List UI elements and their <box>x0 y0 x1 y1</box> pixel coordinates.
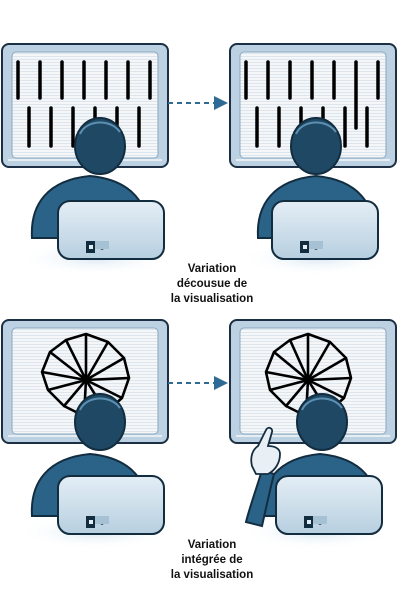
scene-integrated-before <box>1 319 174 550</box>
caption-integrated: Variation intégrée de la visualisation <box>137 538 287 583</box>
caption-line: la visualisation <box>170 293 254 305</box>
caption-line: décousue de <box>176 278 248 290</box>
caption-line: la visualisation <box>170 569 254 581</box>
radial-wheel-icon <box>264 332 353 418</box>
caption-line: Variation <box>187 263 237 275</box>
scene-integrated-after <box>229 319 397 550</box>
raised-arm <box>244 468 276 528</box>
chair-icon <box>271 200 379 260</box>
dashed-arrow-icon <box>168 376 228 390</box>
pointing-hand-icon <box>250 426 281 475</box>
chair-icon <box>275 475 383 535</box>
bar-pattern-icon <box>16 60 152 148</box>
dashed-arrow-icon <box>168 96 228 110</box>
scene-discrete-after <box>229 43 397 276</box>
chair-icon <box>57 200 165 260</box>
caption-line: Variation <box>187 539 237 551</box>
caption-discrete: Variation décousue de la visualisation <box>137 262 287 307</box>
chair-icon <box>57 475 165 535</box>
scene-discrete-before <box>1 43 174 276</box>
caption-line: intégrée de <box>181 554 243 566</box>
